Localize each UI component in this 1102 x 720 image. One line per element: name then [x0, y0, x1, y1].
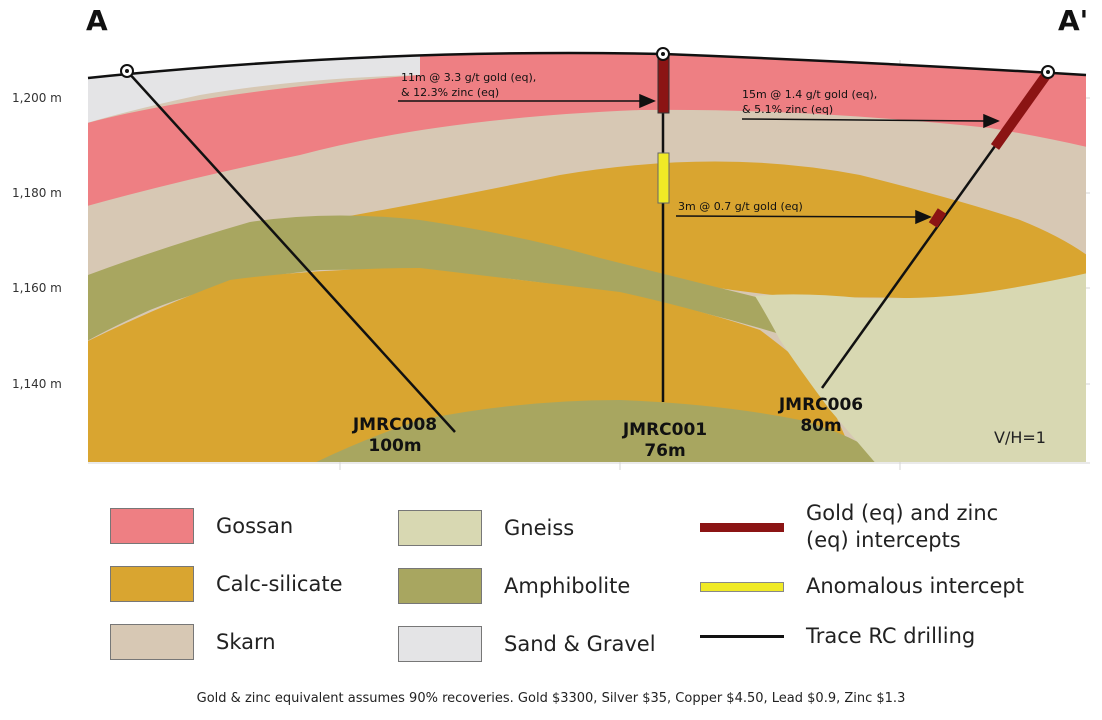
legend-label-line: (eq) intercepts — [806, 528, 961, 552]
legend-item-gold-zinc-intercepts: Gold (eq) and zinc (eq) intercepts — [700, 500, 998, 554]
elevation-tick-1180: 1,180 m — [12, 186, 62, 200]
amphibolite-unit-lower — [300, 400, 900, 462]
legend-swatch-gneiss — [398, 510, 482, 546]
drillhole-label-jmrc008: JMRC008 100m — [330, 415, 460, 457]
legend-label: Anomalous intercept — [806, 574, 1024, 598]
elevation-tick-1140: 1,140 m — [12, 377, 62, 391]
legend-label: Gossan — [216, 513, 294, 538]
annotation-jmrc006-lower: 3m @ 0.7 g/t gold (eq) — [678, 199, 803, 214]
intercept-jmrc001-upper — [657, 55, 670, 114]
legend-label: Skarn — [216, 629, 276, 654]
legend-item-calc-silicate: Calc-silicate — [110, 566, 343, 602]
annotation-arrows — [398, 93, 1000, 225]
drillhole-label-jmrc001: JMRC001 76m — [600, 420, 730, 462]
section-label-a-prime: A' — [1058, 4, 1089, 37]
annotation-line: 3m @ 0.7 g/t gold (eq) — [678, 200, 803, 213]
legend-item-amphibolite: Amphibolite — [398, 568, 630, 604]
legend-swatch-calc-silicate — [110, 566, 194, 602]
arrow-annotation-3 — [675, 215, 917, 218]
scale-note: V/H=1 — [994, 428, 1046, 447]
legend-swatch-amphibolite — [398, 568, 482, 604]
elevation-tick-1200: 1,200 m — [12, 91, 62, 105]
gneiss-unit — [755, 270, 1086, 462]
legend-item-sand-gravel: Sand & Gravel — [398, 626, 656, 662]
legend-swatch-intercept — [700, 522, 784, 532]
calc-silicate-unit-upper — [300, 161, 1086, 301]
drillhole-depth: 80m — [800, 416, 842, 436]
legend-item-skarn: Skarn — [110, 624, 276, 660]
legend-swatch-trace — [700, 635, 784, 638]
intercept-jmrc006-lower — [928, 208, 947, 228]
amphibolite-unit-upper — [88, 215, 860, 360]
drillhole-depth: 100m — [368, 436, 422, 456]
legend-label: Calc-silicate — [216, 571, 343, 596]
legend-swatch-gossan — [110, 508, 194, 544]
legend-item-anomalous: Anomalous intercept — [700, 573, 1024, 600]
legend-label-line: Gold (eq) and zinc — [806, 501, 999, 525]
legend-item-gneiss: Gneiss — [398, 510, 574, 546]
annotation-line: & 12.3% zinc (eq) — [401, 86, 500, 99]
annotation-line: & 5.1% zinc (eq) — [742, 103, 834, 116]
legend-swatch-skarn — [110, 624, 194, 660]
drill-trace-jmrc008 — [126, 70, 456, 433]
drillhole-name: JMRC001 — [622, 420, 708, 440]
cross-section-diagram — [87, 47, 1090, 470]
legend-swatch-anomalous — [700, 581, 784, 592]
legend-label: Trace RC drilling — [806, 624, 976, 648]
elevation-tick-1160: 1,160 m — [12, 281, 62, 295]
legend-label: Sand & Gravel — [504, 631, 656, 656]
legend-label: Gold (eq) and zinc (eq) intercepts — [806, 500, 998, 554]
drillhole-name: JMRC006 — [778, 395, 864, 415]
topography-line — [87, 51, 1087, 80]
legend-label: Gneiss — [504, 515, 575, 540]
arrow-annotation-2 — [741, 118, 985, 122]
legend-label: Amphibolite — [504, 573, 631, 598]
annotation-line: 15m @ 1.4 g/t gold (eq), — [742, 88, 878, 101]
section-label-a: A — [86, 4, 108, 37]
footnote: Gold & zinc equivalent assumes 90% recov… — [196, 691, 906, 706]
legend-swatch-sand-gravel — [398, 626, 482, 662]
drillhole-name: JMRC008 — [352, 415, 438, 435]
anomalous-intercept-jmrc001 — [657, 152, 670, 204]
annotation-jmrc006-upper: 15m @ 1.4 g/t gold (eq), & 5.1% zinc (eq… — [742, 87, 877, 117]
drillhole-label-jmrc006: JMRC006 80m — [756, 395, 886, 437]
annotation-jmrc001-upper: 11m @ 3.3 g/t gold (eq), & 12.3% zinc (e… — [401, 70, 536, 100]
legend-item-trace: Trace RC drilling — [700, 623, 975, 650]
drillhole-depth: 76m — [644, 441, 686, 461]
legend-item-gossan: Gossan — [110, 508, 293, 544]
gossan-unit — [88, 53, 1086, 208]
annotation-line: 11m @ 3.3 g/t gold (eq), — [401, 71, 537, 84]
intercept-jmrc006-upper — [990, 71, 1052, 150]
